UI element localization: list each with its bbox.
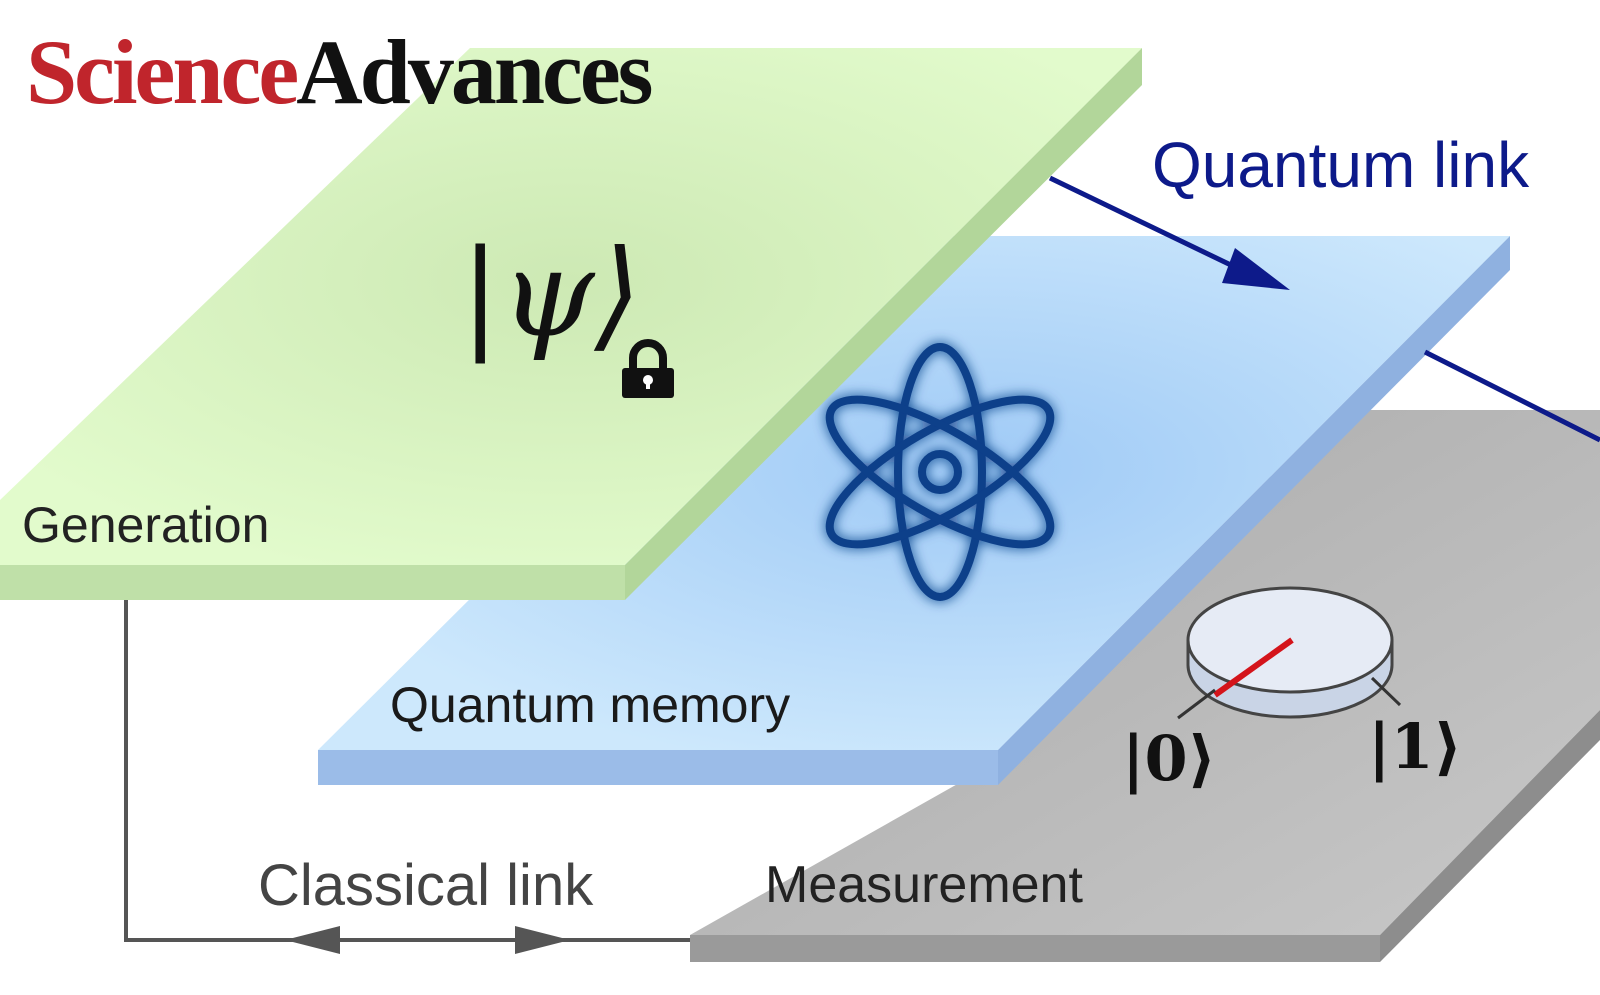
generation-plane-top — [0, 48, 1142, 565]
quantum-link-lower-line — [1423, 349, 1600, 443]
generation-plane: Generation |ψ⟩ — [0, 48, 1142, 600]
measurement-plane-front — [690, 935, 1380, 962]
science-advances-logo: ScienceAdvances — [26, 21, 652, 123]
memory-plane-side — [998, 236, 1510, 785]
generation-plane-side — [625, 48, 1142, 600]
logo-science: Science — [26, 21, 297, 123]
classical-link-arrowhead-left — [285, 926, 340, 954]
qubit-dial: |0⟩ |1⟩ — [1122, 586, 1462, 795]
quantum-memory-plane: Quantum memory — [318, 236, 1510, 785]
memory-plane-top — [318, 236, 1510, 750]
memory-plane-front — [318, 750, 998, 785]
classical-link-line — [124, 600, 690, 942]
measurement-plane-side — [1380, 710, 1600, 962]
measurement-plane-top — [690, 410, 1600, 935]
qubit-state-one: |1⟩ — [1368, 710, 1462, 783]
measurement-plane: Measurement — [690, 410, 1600, 962]
classical-link: Classical link — [124, 600, 690, 954]
quantum-memory-label: Quantum memory — [390, 677, 790, 733]
logo-advances: Advances — [296, 21, 651, 123]
classical-link-label: Classical link — [258, 853, 594, 918]
generation-label: Generation — [22, 497, 269, 553]
classical-link-arrowhead-right — [515, 926, 570, 954]
lock-icon — [622, 339, 674, 398]
dial-pointer — [1213, 637, 1294, 698]
quantum-link-arrow-line — [1048, 175, 1264, 283]
quantum-link: Quantum link — [1048, 129, 1600, 443]
atom-icon — [825, 343, 1055, 601]
quantum-link-label: Quantum link — [1152, 129, 1530, 201]
quantum-link-arrowhead — [1222, 248, 1290, 290]
generation-plane-front — [0, 565, 625, 600]
measurement-label: Measurement — [765, 856, 1083, 914]
qubit-state-zero: |0⟩ — [1122, 722, 1216, 795]
quantum-state-psi: |ψ⟩ — [460, 225, 641, 364]
